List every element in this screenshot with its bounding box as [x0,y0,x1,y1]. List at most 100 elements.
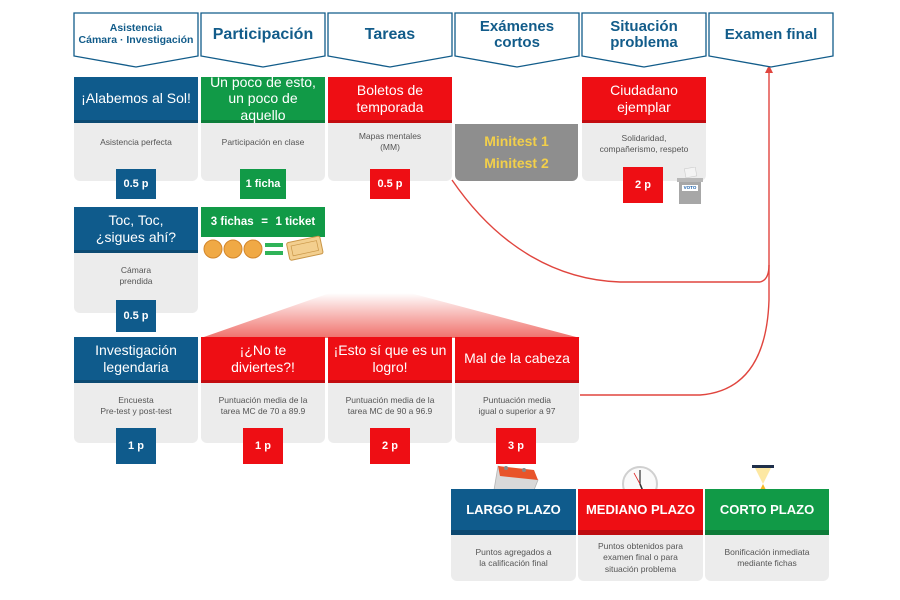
card-title-text: ¡¿No te [239,342,287,359]
legend-desc-text: Bonificación inmediata [724,546,810,557]
legend-title-text: CORTO PLAZO [719,502,815,517]
ticket-icon [286,235,324,261]
card-desc-text: Encuesta [118,395,154,405]
card-desc-text: (MM) [380,142,400,153]
points-badge: 0.5 p [116,169,156,199]
coin-icon [243,239,263,259]
category-label: Participación [212,26,314,44]
arrow-minitests-to-final [451,179,770,283]
card-description: Asistencia perfecta [74,123,198,181]
category-tareas: Tareas [327,12,453,68]
points-badge: 1 ficha [240,169,286,199]
card-desc-text: tarea MC de 90 a 96.9 [347,406,433,417]
card-desc-text: Puntuación media de la [218,395,308,405]
card-desc-text: tarea MC de 70 a 89.9 [220,406,306,417]
card-title-text: ejemplar [617,98,671,115]
equals-icon [265,243,283,247]
card-desc-text: Mapas mentales [358,131,422,141]
legend-desc-text: situación problema [604,563,677,574]
category-label: Cámara · Investigación [78,34,194,46]
exchange-equals: = [261,216,268,228]
points-badge: 2 p [623,167,663,203]
card-title: ¡Alabemos al Sol! [74,77,198,123]
legend-desc-text: examen final o para [603,552,678,563]
exchange-rate-box: 3 fichas = 1 ticket [201,207,325,237]
category-label: Examen final [724,25,818,43]
card-desc-text: Puntuación media de la [345,395,435,405]
category-label: Tareas [364,26,416,44]
ballot-label: VOTO [683,185,697,190]
card-desc-text: Pre-test y post-test [100,406,172,417]
card-title: Un poco de esto,un poco de aquello [201,74,325,123]
ballot-box-icon: VOTO [676,166,704,205]
card-title-text: logro! [372,358,408,375]
card-title: Toc, Toc,¿sigues ahí? [74,207,198,253]
card-title-text: Investigación [95,342,177,359]
category-label: cortos [494,34,540,51]
card-title-text: Ciudadano [610,82,678,99]
arrowhead [765,65,773,73]
category-label: Asistencia [109,22,163,35]
legend-title: MEDIANO PLAZO [578,489,703,535]
legend-title: CORTO PLAZO [705,489,829,535]
card-title-text: Un poco de esto, [210,74,316,91]
minitest-2-label: Minitest 2 [484,154,549,171]
exchange-left: 3 fichas [210,216,254,228]
card-alabemos-al-sol: ¡Alabemos al Sol! Asistencia perfecta [74,77,198,181]
minitests-box: Minitest 1 Minitest 2 [455,124,578,181]
category-participacion: Participación [200,12,326,68]
card-title-text: Toc, Toc, [108,212,164,229]
points-badge: 0.5 p [370,169,410,199]
exchange-right: 1 ticket [275,216,316,228]
card-desc-text: Participación en clase [221,137,305,147]
category-label: problema [610,34,678,51]
legend-title: LARGO PLAZO [451,489,576,535]
arrow-row3-to-final [580,72,770,396]
card-title-text: legendaria [103,358,169,375]
card-desc-text: Cámara [120,265,152,275]
legend-desc-text: Puntos obtenidos para [597,540,684,551]
legend-desc-text: mediante fichas [737,558,797,568]
card-title-text: ¡Esto sí que es un [333,342,447,359]
calendar-icon [486,462,542,492]
card-desc-text: compañerismo, respeto [599,144,689,155]
card-desc-text: prendida [119,276,153,287]
minitest-1-label: Minitest 1 [484,132,549,149]
card-title-text: temporada [356,98,424,115]
card-title-text: ¿sigues ahí? [95,228,177,245]
card-title-text: diviertes?! [231,358,295,375]
category-label: Exámenes [479,17,555,35]
legend-desc-text: Puntos agregados a [475,546,552,557]
coin-icon [203,239,223,259]
card-title-text: Mal de la cabeza [464,350,570,367]
category-examen-final: Examen final [708,12,834,68]
points-badge: 1 p [116,428,156,464]
card-desc-text: igual o superior a 97 [478,406,556,417]
points-badge: 0.5 p [116,300,156,332]
card-desc-text: Asistencia perfecta [100,137,172,147]
category-label: Situación [610,17,678,35]
legend-desc-text: la calificación final [479,558,548,568]
card-desc-text: Solidaridad, [621,133,667,143]
coin-icon [223,239,243,259]
card-title-text: Boletos de [356,82,424,99]
